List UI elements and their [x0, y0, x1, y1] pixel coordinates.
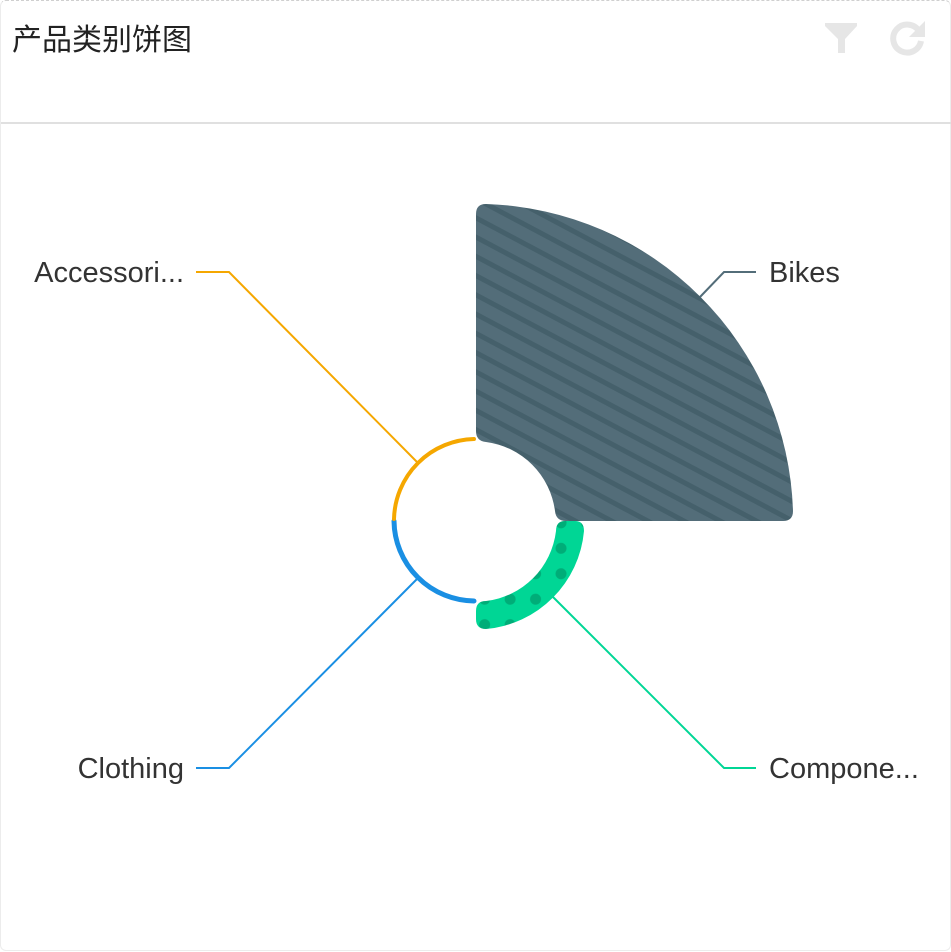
- panel-header: 产品类别饼图: [1, 1, 951, 124]
- slice-components[interactable]: [476, 521, 584, 629]
- slice-bikes[interactable]: [476, 204, 793, 521]
- filter-icon: [825, 23, 857, 53]
- refresh-icon: [890, 21, 925, 56]
- slice-clothing[interactable]: [391, 518, 477, 604]
- label-components: Compone...: [769, 753, 919, 785]
- leader-line-accessories: [196, 271, 418, 463]
- leader-line-clothing: [196, 578, 418, 769]
- leader-line-components: [552, 596, 756, 769]
- refresh-button[interactable]: [887, 17, 927, 57]
- leader-line-bikes: [699, 271, 756, 298]
- label-bikes: Bikes: [769, 257, 840, 289]
- slice-accessories[interactable]: [392, 437, 476, 521]
- filter-button[interactable]: [821, 17, 861, 57]
- label-clothing: Clothing: [78, 753, 184, 785]
- label-accessories: Accessori...: [34, 257, 184, 289]
- chart-title: 产品类别饼图: [12, 23, 192, 58]
